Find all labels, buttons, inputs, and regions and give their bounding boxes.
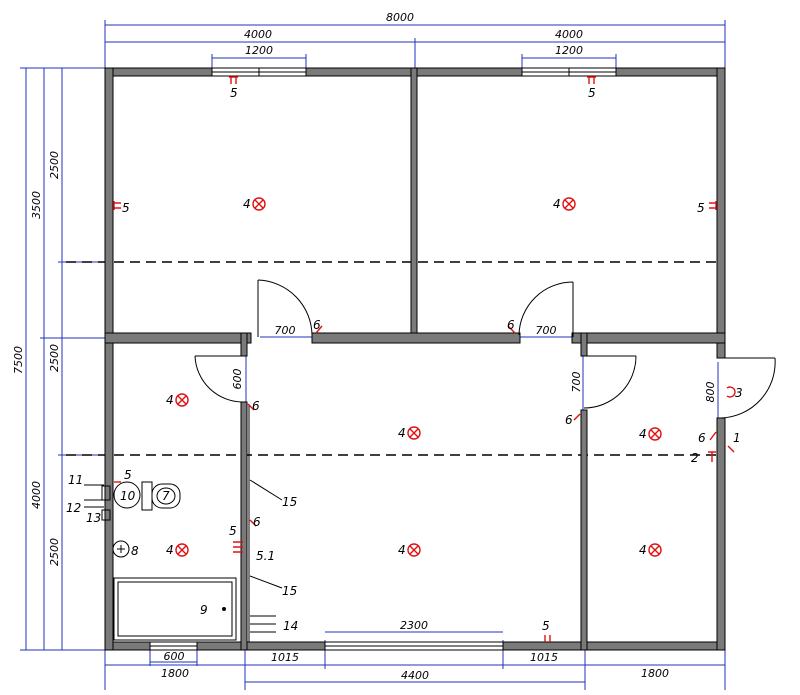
dim-overall-width: 8000 <box>386 11 414 24</box>
marker-6-door2: 6 <box>507 318 515 332</box>
dim-top-left: 4000 <box>244 28 272 41</box>
switch-hall-right-icon <box>573 413 581 421</box>
marker-6-door1: 6 <box>313 318 321 332</box>
light-fixtures <box>175 197 662 557</box>
windows <box>149 67 617 651</box>
dim-door-hall-right: 700 <box>570 372 583 393</box>
marker-4-bath-lower: 4 <box>166 543 174 557</box>
dim-door-bath: 600 <box>231 369 244 390</box>
dim-left-lower: 4000 <box>30 481 43 509</box>
marker-4-right-upper: 4 <box>639 427 647 441</box>
marker-7: 7 <box>162 489 170 503</box>
marker-12: 12 <box>66 501 81 515</box>
switch-bath-icon <box>247 403 255 411</box>
fixtures <box>84 479 283 641</box>
marker-3: 3 <box>735 386 743 400</box>
doors <box>194 279 776 419</box>
marker-4-room2: 4 <box>553 197 561 211</box>
marker-15-upper: 15 <box>282 495 297 509</box>
dim-left-overall: 7500 <box>12 346 25 374</box>
marker-6-hall-right: 6 <box>565 413 573 427</box>
marker-1: 1 <box>733 431 741 445</box>
marker-11: 11 <box>68 473 83 487</box>
dim-bottom-window-left: 600 <box>164 650 185 663</box>
dim-bottom-seg-center: 4400 <box>401 669 429 682</box>
marker-5-1: 5.1 <box>256 549 275 563</box>
dim-left-seg2: 2500 <box>48 344 61 372</box>
marker-5-top-left: 5 <box>230 86 238 100</box>
dim-door-entry: 800 <box>704 382 717 403</box>
outlets-switches <box>113 76 736 642</box>
marker-4-right-lower: 4 <box>639 543 647 557</box>
light-hall-lower-icon <box>407 543 421 557</box>
dim-bottom-window-center: 2300 <box>400 619 428 632</box>
marker-5-sink: 5 <box>124 468 132 482</box>
marker-labels: 5 5 5 5 4 4 6 6 4 4 4 4 4 4 6 6 6 6 3 1 … <box>66 86 743 633</box>
dimension-labels: 8000 4000 4000 1200 1200 7500 3500 4000 … <box>12 11 717 682</box>
dim-window-top-left: 1200 <box>245 44 273 57</box>
light-room1-icon <box>252 197 266 211</box>
partition-outlets-icon <box>233 541 243 553</box>
light-right-lower-icon <box>648 543 662 557</box>
dimension-lines <box>20 20 726 690</box>
marker-6-bath-door: 6 <box>252 399 260 413</box>
dim-bottom-seg-a: 1015 <box>271 651 299 664</box>
marker-4-bath-upper: 4 <box>166 393 174 407</box>
marker-6-entry: 6 <box>698 431 706 445</box>
switch-door2-icon <box>507 325 516 334</box>
dim-door-right: 700 <box>536 324 557 337</box>
entry-circle-3-icon <box>726 386 736 398</box>
outlet-top-left-icon <box>229 76 238 84</box>
marker-5-bottom: 5 <box>542 619 550 633</box>
marker-4-hall-lower: 4 <box>398 543 406 557</box>
marker-5-top-right: 5 <box>588 86 596 100</box>
partition-switch-icon <box>249 519 257 527</box>
walls <box>104 67 726 651</box>
dim-left-upper: 3500 <box>30 191 43 219</box>
marker-15-lower: 15 <box>282 584 297 598</box>
dim-top-right: 4000 <box>555 28 583 41</box>
marker-9: 9 <box>200 603 208 617</box>
dim-bottom-seg-left: 1800 <box>161 667 189 680</box>
marker-13: 13 <box>86 511 101 525</box>
marker-5-left-wall: 5 <box>122 201 130 215</box>
dim-left-seg1: 2500 <box>48 151 61 179</box>
light-bath-upper-icon <box>175 393 189 407</box>
dim-left-seg3: 2500 <box>48 538 61 566</box>
outlet-top-right-icon <box>587 76 596 84</box>
light-bath-lower-icon <box>175 543 189 557</box>
dim-bottom-seg-b: 1015 <box>530 651 558 664</box>
switch-door1-icon <box>315 325 323 334</box>
light-right-upper-icon <box>648 427 662 441</box>
marker-5-partition: 5 <box>229 524 237 538</box>
marker-8: 8 <box>131 544 139 558</box>
outlet-left-wall-icon <box>113 201 121 210</box>
light-hall-upper-icon <box>407 426 421 440</box>
dim-window-top-right: 1200 <box>555 44 583 57</box>
marker-5-right-wall: 5 <box>697 201 705 215</box>
marker-10: 10 <box>120 489 136 503</box>
marker-6-partition: 6 <box>253 515 261 529</box>
section-dashed-lines <box>66 261 725 456</box>
marker-14: 14 <box>283 619 298 633</box>
outlet-bottom-icon <box>544 635 551 642</box>
marker-2: 2 <box>691 451 699 465</box>
marker-4-hall-upper: 4 <box>398 426 406 440</box>
switch-entry-icon <box>708 431 717 462</box>
entry-mark-1-icon <box>727 445 735 453</box>
light-room2-icon <box>562 197 576 211</box>
marker-4-room1: 4 <box>243 197 251 211</box>
dim-door-left: 700 <box>275 324 296 337</box>
outlet-right-wall-icon <box>709 201 717 210</box>
dim-bottom-seg-right: 1800 <box>641 667 669 680</box>
